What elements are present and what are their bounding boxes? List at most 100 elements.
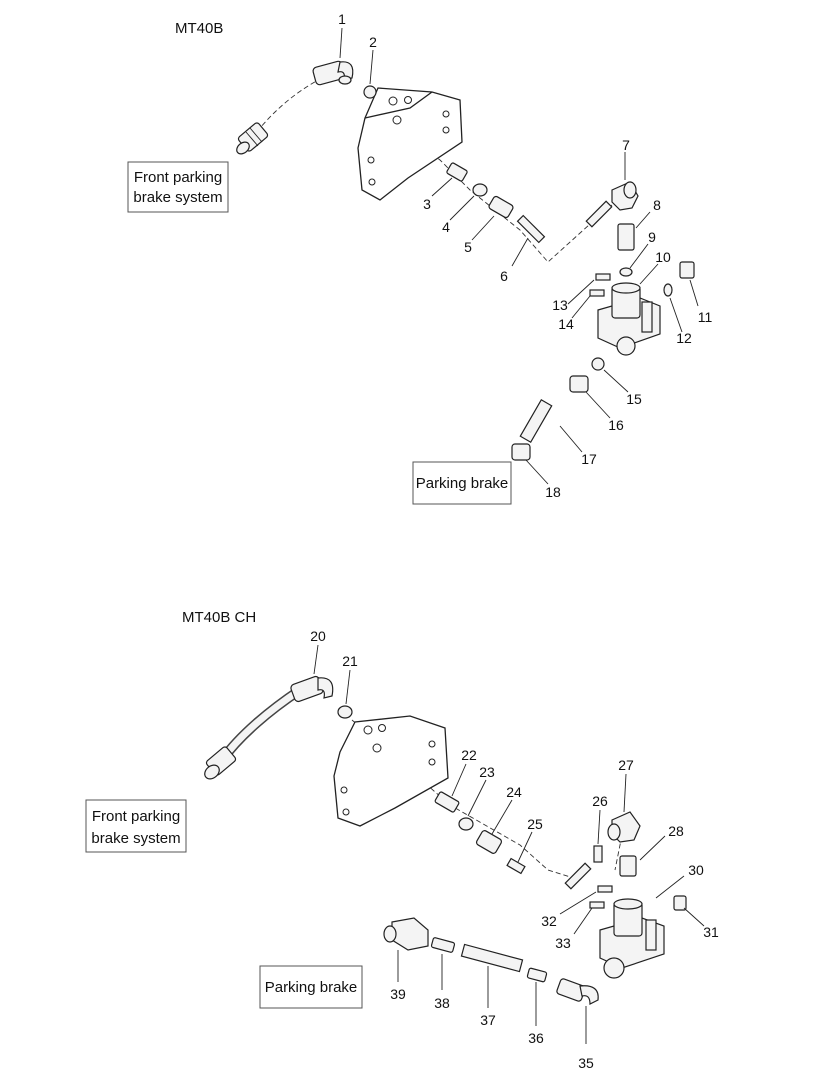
elbow-fitting <box>611 181 639 211</box>
svg-text:26: 26 <box>592 793 608 809</box>
hose-end-fitting-2 <box>204 746 237 780</box>
fitting-24 <box>475 830 503 854</box>
tube-2 <box>585 200 613 228</box>
o-ring-15 <box>591 357 605 371</box>
part-numbers-1: 1 2 3 4 5 6 7 8 9 10 11 12 13 14 15 16 1… <box>338 11 712 500</box>
leaders-2 <box>313 644 705 1044</box>
tube-37 <box>460 943 524 973</box>
svg-text:16: 16 <box>608 417 624 433</box>
straight-fitting <box>488 195 514 219</box>
section-mt40b: MT40B <box>127 11 712 505</box>
fitting-16 <box>569 375 589 393</box>
svg-text:Front parking: Front parking <box>134 169 222 186</box>
svg-text:25: 25 <box>527 816 543 832</box>
plug <box>679 261 695 279</box>
o-ring-9 <box>619 267 633 277</box>
elbow-27 <box>607 811 641 843</box>
svg-text:13: 13 <box>552 297 568 313</box>
svg-text:37: 37 <box>480 1012 496 1028</box>
part-numbers-2: 20 21 22 23 24 25 26 27 28 30 31 32 33 3… <box>310 628 719 1071</box>
hose-dash <box>249 77 323 141</box>
svg-text:10: 10 <box>655 249 671 265</box>
section-title: MT40B <box>175 20 223 37</box>
line-dash-2 <box>351 719 581 881</box>
svg-text:3: 3 <box>423 196 431 212</box>
svg-text:30: 30 <box>688 862 704 878</box>
nut-21 <box>337 705 353 719</box>
svg-text:6: 6 <box>500 268 508 284</box>
svg-text:9: 9 <box>648 229 656 245</box>
elbow-hose-fitting <box>312 60 354 86</box>
svg-text:27: 27 <box>618 757 634 773</box>
hose-end-fitting <box>236 122 269 155</box>
brake-valve-2 <box>599 898 665 979</box>
adapter-22 <box>434 791 460 813</box>
bolt-26 <box>593 845 603 863</box>
svg-text:12: 12 <box>676 330 692 346</box>
svg-text:18: 18 <box>545 484 561 500</box>
section-title-2: MT40B CH <box>182 609 256 626</box>
bolt-33 <box>589 901 605 909</box>
fitting-36 <box>526 967 548 983</box>
svg-text:15: 15 <box>626 391 642 407</box>
svg-text:1: 1 <box>338 11 346 27</box>
tube-25 <box>506 857 526 875</box>
svg-text:35: 35 <box>578 1055 594 1071</box>
svg-text:7: 7 <box>622 137 630 153</box>
svg-text:2: 2 <box>369 34 377 50</box>
bolt-32 <box>597 885 613 893</box>
svg-text:31: 31 <box>703 924 719 940</box>
tube-25b <box>564 862 592 890</box>
svg-text:22: 22 <box>461 747 477 763</box>
leaders-1 <box>339 27 699 485</box>
connector-28 <box>619 855 637 877</box>
section-mt40b-ch: MT40B CH <box>85 609 719 1071</box>
svg-text:38: 38 <box>434 995 450 1011</box>
tube-17 <box>519 398 553 444</box>
bolt-2 <box>589 289 605 297</box>
callout-front-parking: Front parking brake system <box>127 161 229 213</box>
svg-text:11: 11 <box>698 309 713 325</box>
o-ring-12 <box>663 283 673 297</box>
fitting-18 <box>511 443 531 461</box>
tube <box>516 214 546 244</box>
elbow-39 <box>383 917 429 951</box>
mounting-bracket-2 <box>333 715 449 827</box>
brake-valve <box>597 282 661 356</box>
svg-text:14: 14 <box>558 316 574 332</box>
svg-text:8: 8 <box>653 197 661 213</box>
svg-text:21: 21 <box>342 653 358 669</box>
o-ring-23 <box>458 817 474 831</box>
o-ring <box>472 183 488 197</box>
svg-text:20: 20 <box>310 628 326 644</box>
svg-text:brake system: brake system <box>91 830 180 847</box>
elbow-35 <box>556 978 599 1005</box>
svg-text:24: 24 <box>506 784 522 800</box>
svg-text:32: 32 <box>541 913 557 929</box>
svg-text:23: 23 <box>479 764 495 780</box>
nut <box>363 85 377 99</box>
svg-text:Parking brake: Parking brake <box>265 979 358 996</box>
svg-text:Front parking: Front parking <box>92 808 180 825</box>
adapter-fitting <box>446 162 468 182</box>
connector <box>617 223 635 251</box>
svg-text:28: 28 <box>668 823 684 839</box>
svg-text:36: 36 <box>528 1030 544 1046</box>
svg-text:39: 39 <box>390 986 406 1002</box>
callout-parking-brake-2: Parking brake <box>259 965 363 1009</box>
callout-parking-brake: Parking brake <box>412 461 512 505</box>
callout-front-parking-2: Front parking brake system <box>85 799 187 853</box>
svg-text:brake system: brake system <box>133 189 222 206</box>
svg-text:33: 33 <box>555 935 571 951</box>
svg-text:5: 5 <box>464 239 472 255</box>
bolt <box>595 273 611 281</box>
fitting-38 <box>430 937 456 953</box>
elbow-hose-fitting-2 <box>290 675 334 703</box>
line-dash <box>374 109 613 263</box>
plug-31 <box>673 895 687 911</box>
mounting-bracket <box>357 87 463 201</box>
svg-text:17: 17 <box>581 451 597 467</box>
svg-text:Parking brake: Parking brake <box>416 475 509 492</box>
svg-text:4: 4 <box>442 219 450 235</box>
